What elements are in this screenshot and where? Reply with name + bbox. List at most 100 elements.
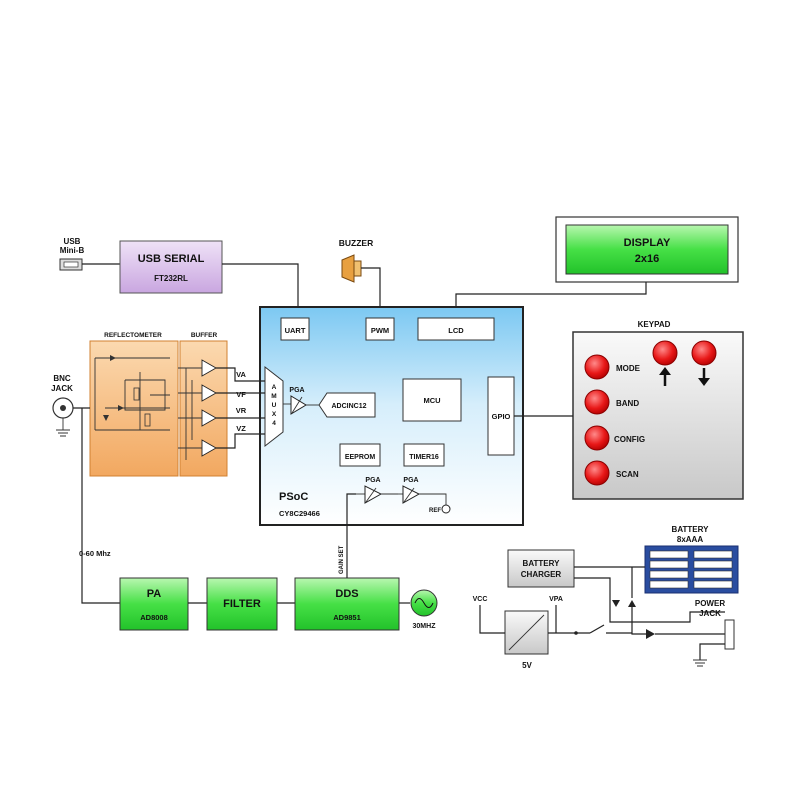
regulator: 5V xyxy=(504,610,549,670)
buzzer-label: BUZZER xyxy=(339,238,373,248)
dds-part: AD9851 xyxy=(333,613,361,622)
amux-letter: M xyxy=(271,393,276,400)
battery-cell-icon xyxy=(649,570,689,579)
usb-serial-part: FT232RL xyxy=(154,274,188,283)
mcu-label: MCU xyxy=(423,396,440,405)
display-size: 2x16 xyxy=(635,253,659,265)
scan-label: SCAN xyxy=(616,470,639,479)
pwm-label: PWM xyxy=(371,326,389,335)
psoc-part: CY8C29466 xyxy=(279,509,320,518)
psoc-block: UART PWM LCD A M U X 4 PGA ADCINC12 MCU … xyxy=(259,306,524,526)
gain-set-wire xyxy=(346,493,356,578)
diode-icon xyxy=(103,415,109,421)
config-key[interactable] xyxy=(584,425,610,451)
pga3-amp-icon xyxy=(402,485,421,504)
amux-letter: A xyxy=(272,384,277,391)
diode-icon xyxy=(646,629,655,639)
buffer: BUFFER xyxy=(178,332,228,477)
buzzer-pwm-wire xyxy=(361,267,381,318)
pga2-label: PGA xyxy=(365,477,380,484)
power-jack: POWER JACK xyxy=(695,599,735,650)
pa-block: PA AD8008 xyxy=(119,577,189,631)
pga2-amp-icon xyxy=(364,485,383,504)
battery-cell-icon xyxy=(693,560,733,569)
display-title: DISPLAY xyxy=(624,237,671,249)
mode-label: MODE xyxy=(616,364,641,373)
oscillator: 30MHZ xyxy=(410,589,438,630)
vpa-label: VPA xyxy=(549,596,563,603)
amux-block xyxy=(264,365,284,448)
va-label: VA xyxy=(236,370,246,379)
gpio-label: GPIO xyxy=(492,412,511,421)
battery-title: BATTERY xyxy=(672,525,710,534)
gpio-block xyxy=(487,376,515,456)
ground-icon xyxy=(56,418,70,437)
regulator-voltage: 5V xyxy=(522,661,532,670)
keypad-title: KEYPAD xyxy=(638,320,671,329)
band-label: BAND xyxy=(616,399,639,408)
timer-label: TIMER16 xyxy=(409,454,439,461)
eeprom-block xyxy=(339,443,381,467)
charger-label-2: CHARGER xyxy=(521,570,562,579)
bnc-label-1: BNC xyxy=(53,374,71,383)
power-jack-label-2: JACK xyxy=(699,609,721,618)
lcd-label: LCD xyxy=(448,326,464,335)
psoc-name: PSoC xyxy=(279,491,308,503)
down-key[interactable] xyxy=(691,340,717,366)
vf-label: VF xyxy=(236,390,246,399)
clock-label: 30MHZ xyxy=(413,623,437,630)
amux-letter: U xyxy=(272,402,277,409)
dds-label: DDS xyxy=(335,588,358,600)
pa-part: AD8008 xyxy=(140,613,168,622)
buffer-label: BUFFER xyxy=(191,332,218,339)
adc-block xyxy=(318,392,376,418)
usb-mini-b-jack: USB Mini-B xyxy=(59,237,85,271)
pga3-label: PGA xyxy=(403,477,418,484)
battery-cell-icon xyxy=(693,570,733,579)
ref-icon xyxy=(441,504,451,514)
ref-label: REF xyxy=(429,508,441,514)
vr-label: VR xyxy=(236,406,247,415)
power-jack-label-1: POWER xyxy=(695,599,725,608)
battery-cell-icon xyxy=(693,580,733,589)
power-switch-icon xyxy=(589,624,605,634)
pa-label: PA xyxy=(147,588,162,600)
diode-icon xyxy=(110,355,116,361)
up-key[interactable] xyxy=(652,340,678,366)
bnc-label-2: JACK xyxy=(51,384,73,393)
reflectometer-label: REFLECTOMETER xyxy=(104,332,162,339)
diode-icon xyxy=(628,600,636,607)
battery-cell-icon xyxy=(649,560,689,569)
mode-key[interactable] xyxy=(584,354,610,380)
eeprom-label: EEPROM xyxy=(345,454,376,461)
usb-uart-wire xyxy=(222,263,299,318)
timer-block xyxy=(403,443,445,467)
usb-jack-label-2: Mini-B xyxy=(60,246,85,255)
gain-set-label: GAIN SET xyxy=(339,545,345,574)
filter-block: FILTER xyxy=(206,577,278,631)
amux-letter: X xyxy=(272,411,277,418)
bnc-jack: BNC JACK xyxy=(51,374,74,437)
usb-serial-block: USB SERIAL FT232RL xyxy=(119,240,223,294)
pga-amp-icon xyxy=(290,395,307,415)
dds-block: DDS AD9851 xyxy=(294,577,400,631)
lcd-display: DISPLAY 2x16 xyxy=(555,216,739,283)
vz-label: VZ xyxy=(236,424,246,433)
vcc-label: VCC xyxy=(473,596,488,603)
keypad: KEYPAD MODE BAND CONFIG SCAN xyxy=(572,320,744,500)
amux-letter: 4 xyxy=(272,420,276,427)
filter-label: FILTER xyxy=(223,598,261,610)
battery-cell-icon xyxy=(649,580,689,589)
band-key[interactable] xyxy=(584,389,610,415)
mcu-block xyxy=(402,378,462,422)
charger-label-1: BATTERY xyxy=(523,559,561,568)
battery-cell-icon xyxy=(693,550,733,559)
usb-jack-label-1: USB xyxy=(64,237,81,246)
lcd-block xyxy=(417,317,495,341)
speaker-icon xyxy=(341,254,355,283)
pga-label: PGA xyxy=(289,387,304,394)
adc-label: ADCINC12 xyxy=(331,403,366,410)
scan-key[interactable] xyxy=(584,460,610,486)
battery-pack: BATTERY 8xAAA xyxy=(644,525,739,594)
